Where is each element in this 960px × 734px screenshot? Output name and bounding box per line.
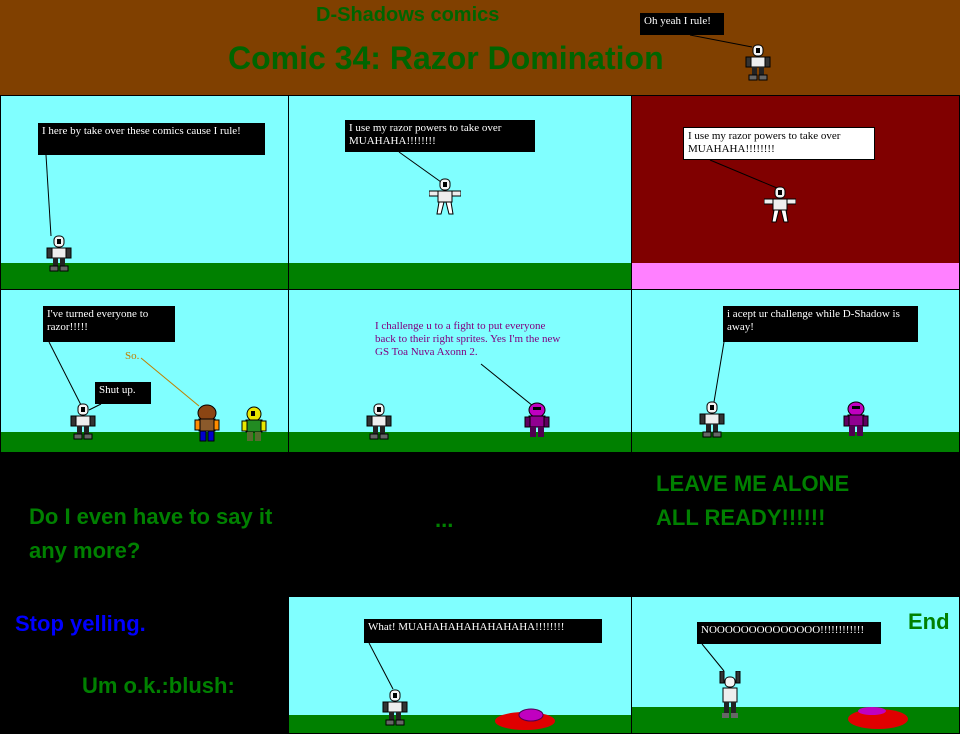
panel-12: NOOOOOOOOOOOOOO!!!!!!!!!!!! End [631,596,960,734]
razor-robot-icon [763,186,797,229]
speech-tail [713,341,725,403]
speech-tail [398,151,442,183]
purple-robot-icon [523,402,551,445]
speech-tails [48,341,200,411]
panel-6: i acept ur challenge while D-Shadow is a… [631,289,960,453]
grass-ground [289,263,631,289]
speech-tail-and-puddle [701,643,908,729]
speech-bubble: I've turned everyone to razor!!!!! [43,306,175,342]
panel-1: I here by take over these comics cause I… [0,95,289,290]
panel-9: LEAVE ME ALONE ALL READY!!!!!! [631,452,960,597]
speech-tail [45,154,52,237]
end-text: End [908,609,950,634]
narration-text: LEAVE ME ALONE ALL READY!!!!!! [656,471,850,530]
speech-tail [480,363,534,407]
comic-title: Comic 34: Razor Domination [228,40,664,76]
panel-3: I use my razor powers to take over MUAHA… [631,95,960,290]
speech-bubble: What! MUAHAHAHAHAHAHAHA!!!!!!!! [364,619,602,643]
speech-text: So. [125,350,140,362]
panel-7: Do I even have to say it any more? [0,452,289,597]
speech-bubble: I use my razor powers to take over MUAHA… [345,120,535,152]
razor-robot-icon [365,403,393,446]
speech-bubble: NOOOOOOOOOOOOOO!!!!!!!!!!!! [697,622,881,644]
panel-10: Stop yelling. Um o.k.:blush: [0,596,289,734]
razor-robot-icon [716,670,744,726]
razor-robot-icon [381,689,409,732]
speech-bubble: Oh yeah I rule! [640,13,724,35]
site-title: D-Shadows comics [316,4,500,26]
narration-text: Um o.k.:blush: [82,673,235,698]
speech-tail [689,34,753,48]
pink-ground [632,263,959,289]
speech-bubble: I here by take over these comics cause I… [38,123,265,155]
brown-robot-icon [193,404,221,447]
speech-tail-and-puddle [368,642,555,730]
panel-8: ... [288,452,632,597]
narration-text: Do I even have to say it any more? [29,504,273,563]
razor-robot-icon [45,235,73,278]
speech-bubble: Shut up. [95,382,151,404]
speech-tail [709,159,778,189]
speech-text: I challenge u to a fight to put everyone… [375,320,561,358]
speech-bubble: i acept ur challenge while D-Shadow is a… [723,306,918,342]
grass-ground [1,263,288,289]
razor-robot-icon [428,178,462,221]
razor-robot-icon [69,403,97,446]
comic-header: D-Shadows comics Comic 34: Razor Dominat… [0,0,960,95]
panel-5: I challenge u to a fight to put everyone… [288,289,632,453]
purple-robot-icon [842,401,870,444]
narration-text: ... [435,507,454,532]
panel-11: What! MUAHAHAHAHAHAHAHA!!!!!!!! [288,596,632,734]
panel-4: I've turned everyone to razor!!!!! So. S… [0,289,289,453]
yellow-robot-icon [241,406,269,449]
speech-bubble: I use my razor powers to take over MUAHA… [683,127,875,160]
grass-ground [1,432,288,452]
panel-2: I use my razor powers to take over MUAHA… [288,95,632,290]
narration-text: Stop yelling. [15,611,146,636]
razor-robot-icon [744,44,772,87]
razor-robot-icon [698,401,726,444]
